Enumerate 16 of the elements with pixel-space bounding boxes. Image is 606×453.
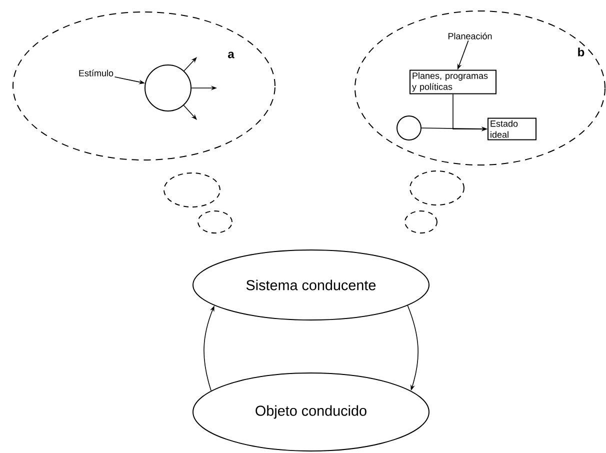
thought-bubble (404, 210, 438, 234)
text-box: Estado ideal (488, 118, 536, 140)
arrow (183, 105, 197, 120)
text-label: Planeación (448, 32, 492, 40)
arrow (184, 57, 197, 72)
text-label: Estímulo (79, 70, 114, 76)
circle (396, 116, 422, 140)
text-box: Planes, programas y políticas (410, 70, 496, 94)
panel-letter: a (228, 52, 234, 58)
thought-bubble (410, 170, 464, 206)
panel-letter: b (578, 48, 584, 56)
system-oval: Objeto conducido (192, 372, 430, 452)
circle (144, 64, 192, 112)
system-oval: Sistema conducente (192, 250, 430, 320)
thought-bubble (164, 172, 220, 208)
thought-bubble (198, 210, 232, 234)
